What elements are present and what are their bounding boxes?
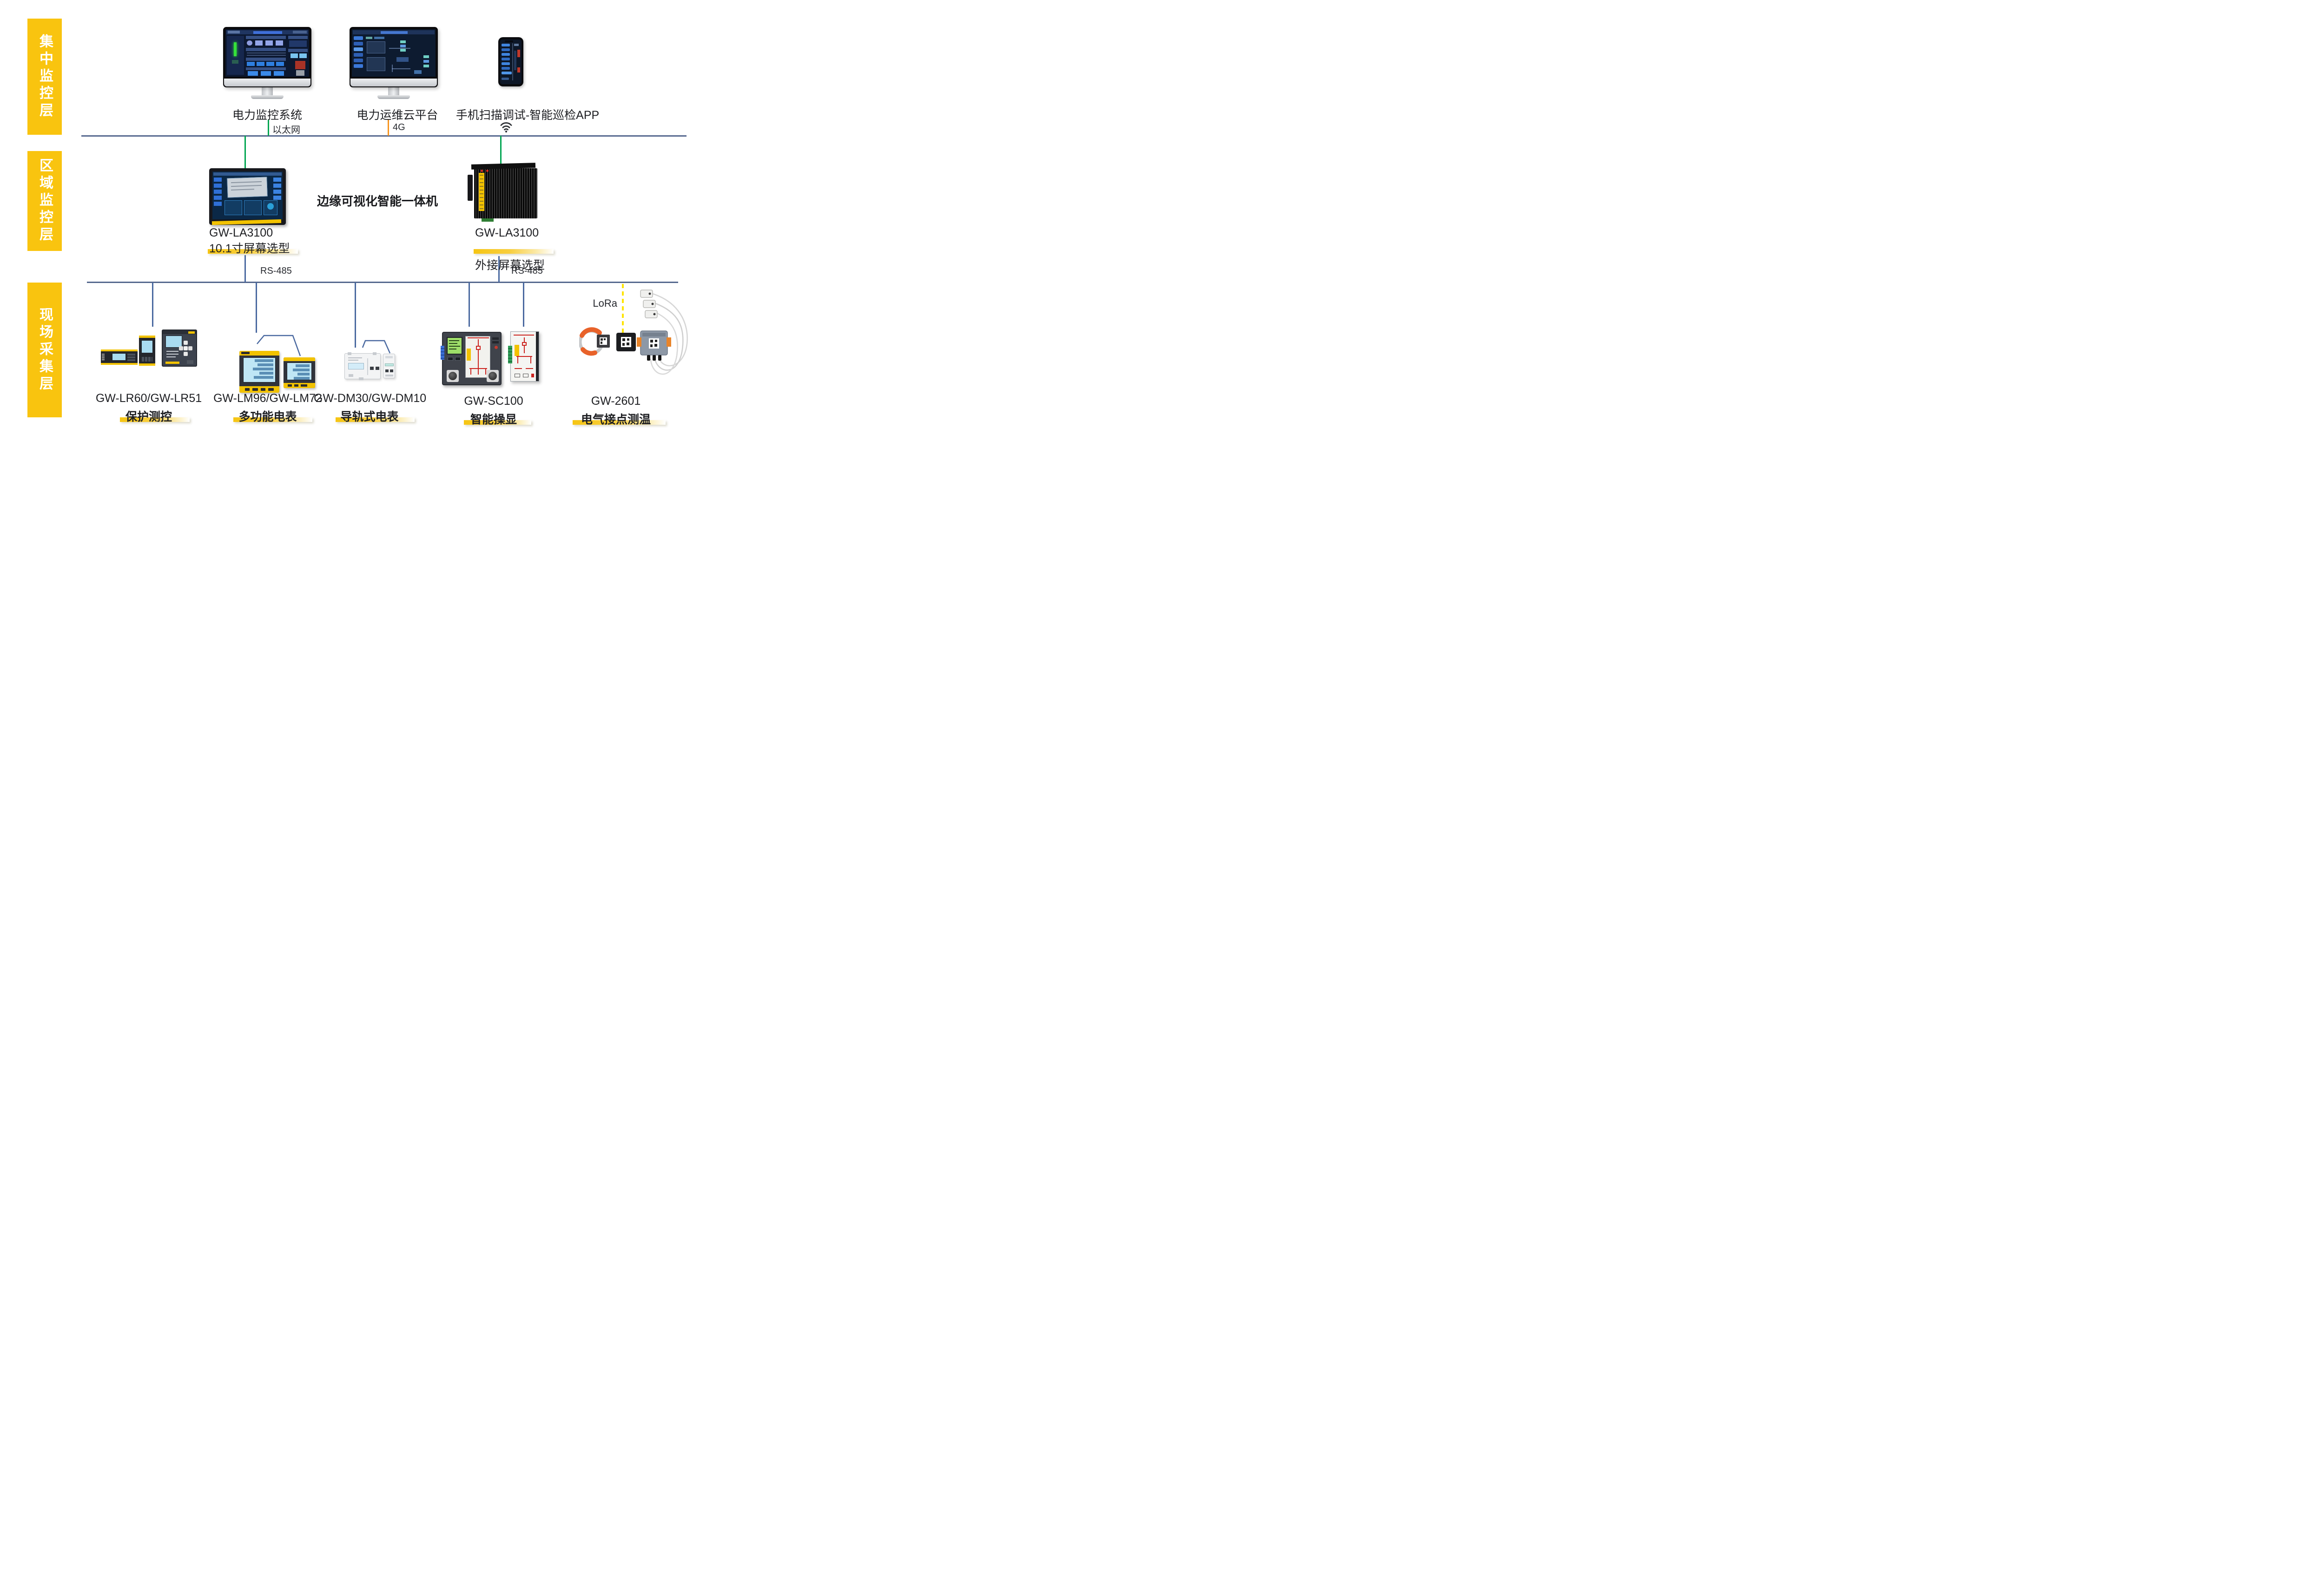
edge-center-label: 边缘可视化智能一体机 bbox=[317, 194, 438, 208]
edge-right-highlight bbox=[474, 249, 554, 254]
lora-wireless-line bbox=[622, 284, 624, 333]
cellular-link-line bbox=[388, 120, 389, 136]
edge-right-uplink-line bbox=[500, 136, 502, 164]
field-label-lr: GW-LR60/GW-LR51 bbox=[93, 392, 205, 405]
edge-left-uplink-line bbox=[244, 136, 246, 169]
monitor-stand bbox=[262, 87, 273, 95]
layer-box-regional-monitoring: 区域监控层 bbox=[27, 151, 62, 251]
protection-meter-vertical-illustration bbox=[139, 336, 155, 366]
field-2601-highlight bbox=[573, 420, 666, 425]
layer-label: 集中监控层 bbox=[37, 33, 53, 120]
field-drop-sc1 bbox=[469, 283, 470, 327]
scada-monitor-illustration bbox=[223, 27, 311, 99]
contact-temperature-sensor-kit-illustration bbox=[578, 288, 681, 367]
field-2601-name: 电气接点测温 bbox=[581, 413, 651, 426]
field-label-sc: GW-SC100 bbox=[447, 395, 540, 408]
field-drop-dm bbox=[355, 283, 356, 348]
rs485-right-label: RS-485 bbox=[511, 266, 543, 276]
phone-screen bbox=[500, 40, 522, 84]
ethernet-link-label: 以太网 bbox=[272, 125, 300, 135]
field-2601-model: GW-2601 bbox=[591, 395, 641, 408]
field-dm-highlight bbox=[336, 417, 415, 422]
inspection-app-phone-illustration bbox=[498, 37, 523, 86]
field-2601-name-wrap: 电气接点测温 bbox=[565, 410, 667, 427]
field-lm-highlight bbox=[233, 417, 312, 422]
field-label-dm: GW-DM30/GW-DM10 bbox=[314, 392, 427, 405]
layer-label: 现场采集层 bbox=[37, 307, 53, 393]
monitor-chin bbox=[224, 79, 310, 86]
edge-left-variant: 10.1寸屏幕选型 bbox=[209, 242, 290, 255]
layer-box-field-collection: 现场采集层 bbox=[27, 283, 62, 417]
divider-field-layer bbox=[87, 282, 678, 283]
multifunction-meter-small-illustration bbox=[284, 357, 315, 388]
scada-screen bbox=[225, 29, 309, 77]
edge-gateway-headless-illustration bbox=[468, 163, 537, 223]
edge-left-model: GW-LA3100 bbox=[209, 226, 273, 239]
multifunction-meter-large-illustration bbox=[239, 351, 279, 393]
rs485-right-line bbox=[498, 256, 500, 282]
app-label: 手机扫描调试-智能巡检APP bbox=[456, 109, 600, 122]
cloud-monitor-illustration bbox=[350, 27, 438, 99]
scada-label: 电力监控系统 bbox=[232, 109, 302, 122]
smart-display-panel-illustration bbox=[508, 331, 539, 382]
field-dm-name: 导轨式电表 bbox=[340, 410, 399, 423]
monitor-stand bbox=[388, 87, 399, 95]
cellular-link-label: 4G bbox=[393, 122, 405, 132]
field-lm-model: GW-LM96/GW-LM72 bbox=[213, 392, 322, 405]
ethernet-link-line bbox=[268, 120, 269, 136]
field-lr-name-wrap: 保护测控 bbox=[93, 408, 205, 424]
field-dm-model: GW-DM30/GW-DM10 bbox=[314, 392, 427, 405]
monitor-chin bbox=[350, 79, 437, 86]
edge-right-model: GW-LA3100 bbox=[475, 226, 539, 239]
rs485-left-label: RS-485 bbox=[260, 266, 292, 276]
field-sc-highlight bbox=[464, 420, 531, 425]
smart-display-unit-illustration bbox=[441, 332, 502, 385]
protection-relay-illustration bbox=[162, 329, 197, 367]
lora-label: LoRa bbox=[593, 297, 617, 309]
wifi-icon bbox=[499, 120, 513, 133]
field-dm-name-wrap: 导轨式电表 bbox=[314, 408, 425, 424]
layer-label: 区域监控层 bbox=[37, 158, 53, 244]
field-label-lm: GW-LM96/GW-LM72 bbox=[212, 392, 324, 405]
field-sc-name: 智能操显 bbox=[470, 413, 517, 426]
field-lr-name: 保护测控 bbox=[125, 410, 172, 423]
field-drop-lr bbox=[152, 283, 153, 327]
cloud-screen bbox=[352, 29, 436, 77]
rs485-left-line bbox=[244, 255, 246, 282]
field-lm-name-wrap: 多功能电表 bbox=[212, 408, 324, 424]
field-drop-sc2 bbox=[523, 283, 524, 327]
cloud-label: 电力运维云平台 bbox=[357, 109, 438, 122]
edge-gateway-screen-illustration bbox=[209, 168, 286, 225]
edge-right-variant: 外接屏幕选型 bbox=[475, 259, 545, 272]
din-rail-meter-small-illustration bbox=[383, 354, 395, 378]
din-rail-meter-large-illustration bbox=[344, 352, 381, 380]
monitor-base bbox=[251, 95, 284, 99]
field-lr-highlight bbox=[120, 417, 190, 422]
layer-box-central-monitoring: 集中监控层 bbox=[27, 19, 62, 135]
field-lr-model: GW-LR60/GW-LR51 bbox=[95, 392, 202, 405]
field-sc-name-wrap: 智能操显 bbox=[447, 410, 540, 427]
field-lm-name: 多功能电表 bbox=[238, 410, 297, 423]
edge-left-highlight bbox=[208, 249, 298, 254]
architecture-diagram: 集中监控层 区域监控层 现场采集层 bbox=[0, 0, 719, 441]
field-label-2601: GW-2601 bbox=[565, 395, 667, 408]
protection-meter-horizontal-illustration bbox=[101, 349, 138, 365]
divider-top-layer bbox=[81, 135, 687, 137]
monitor-base bbox=[377, 95, 410, 99]
field-drop-lm bbox=[256, 283, 257, 333]
field-sc-model: GW-SC100 bbox=[464, 395, 523, 408]
